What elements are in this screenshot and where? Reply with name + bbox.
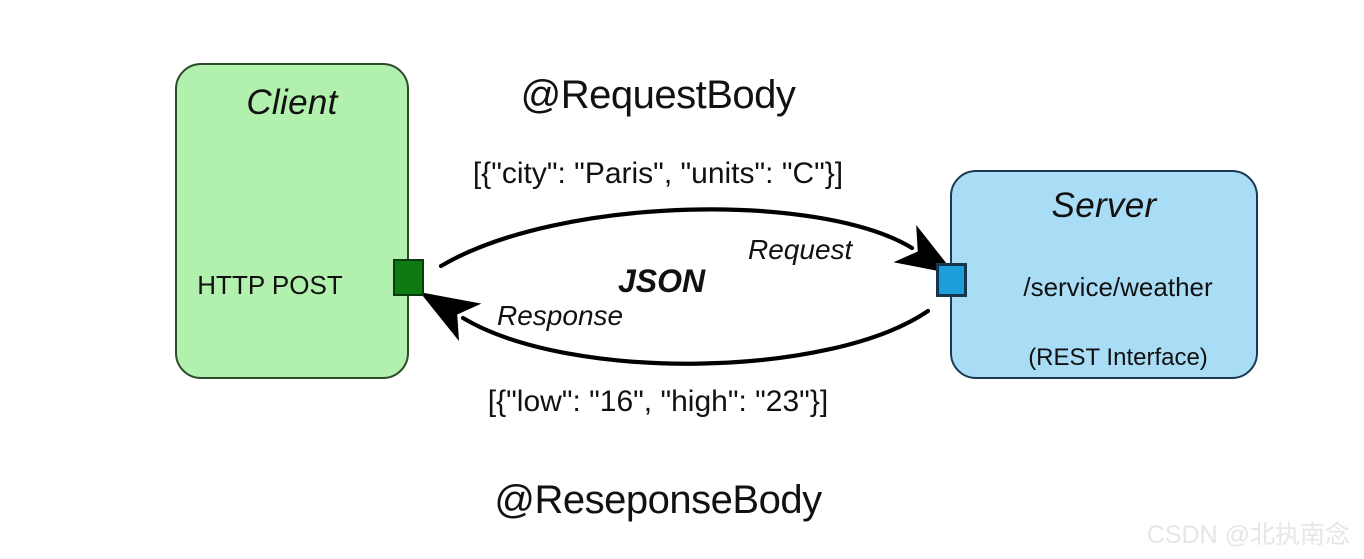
response-arrow-path bbox=[419, 292, 931, 366]
server-path-label: /service/weather bbox=[1023, 272, 1213, 302]
client-node[interactable]: Client HTTP POST bbox=[175, 63, 409, 379]
server-title: Server bbox=[1051, 186, 1157, 225]
response-body-annotation: @ReseponseBody bbox=[494, 478, 822, 522]
response-payload-text: [{"low": "16", "high": "23"}] bbox=[487, 385, 829, 418]
client-title: Client bbox=[246, 83, 338, 122]
client-method-label: HTTP POST bbox=[197, 270, 343, 300]
blue-port-icon bbox=[936, 263, 967, 297]
json-format-label: JSON bbox=[618, 263, 706, 299]
request-arrow-path bbox=[438, 207, 956, 275]
server-node[interactable]: Server /service/weather (REST Interface) bbox=[950, 170, 1258, 379]
request-arrow-label: Request bbox=[748, 234, 853, 265]
server-interface-label: (REST Interface) bbox=[1028, 344, 1208, 371]
response-arrow-label: Response bbox=[497, 300, 624, 331]
green-port-icon bbox=[393, 259, 424, 296]
csdn-watermark: CSDN @北执南念 bbox=[1146, 521, 1350, 549]
request-payload-text: [{"city": "Paris", "units": "C"}] bbox=[472, 157, 844, 190]
request-body-annotation: @RequestBody bbox=[520, 73, 796, 117]
